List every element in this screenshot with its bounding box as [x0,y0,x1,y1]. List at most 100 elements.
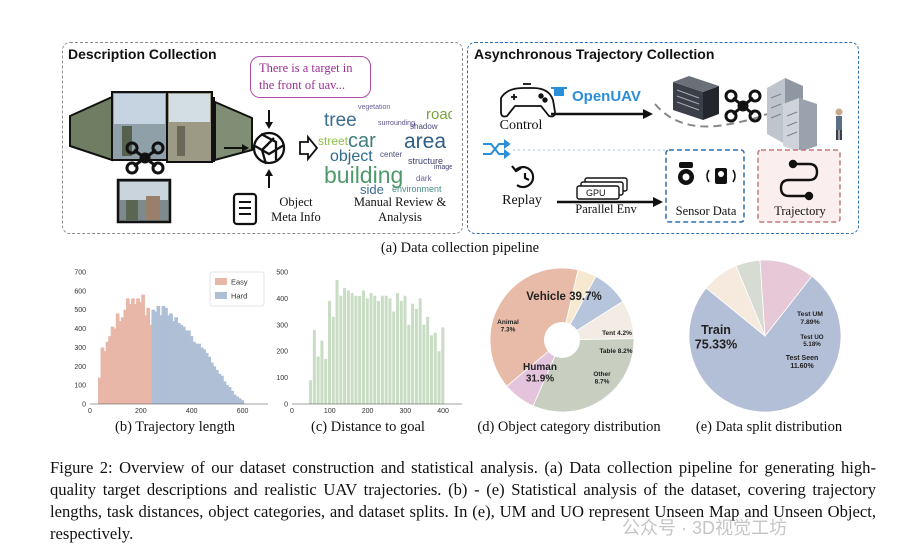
wc-word-surrounding: surrounding [378,120,415,127]
document-icon [232,192,258,226]
histogram-bar [125,298,130,404]
caption-b: (b) Trajectory length [114,419,235,435]
watermark: 公众号 · 3D视觉工坊 [622,518,788,538]
pie-slice-animal [506,339,563,407]
caption-c: (c) Distance to goal [311,419,425,435]
pie-label-tent: Tent 4.2% [602,330,632,337]
wc-word-building: building [324,162,404,188]
histogram-bar [433,332,437,404]
histogram-bar [128,304,133,404]
openuav-drone-icon [551,87,567,96]
histogram-bar [148,324,153,404]
histogram-bar [441,327,445,404]
x-tick-label: 400 [437,408,449,415]
histogram-bar [103,351,107,404]
histogram-bar [133,304,138,404]
histogram-bar [108,336,112,404]
hollow-arrow-icon [299,134,319,162]
histogram-bar [187,330,191,404]
pie-slice-train [688,275,842,413]
wc-word-center: center [380,150,403,159]
histogram-bar [217,373,222,404]
histogram-bar [361,290,365,404]
histogram-bar [350,293,354,404]
histogram-bar [184,330,189,404]
wc-word-car: car [348,130,376,152]
histogram-bar [204,353,209,404]
histogram-bar [207,356,212,404]
histogram-bar [335,279,339,404]
histogram-bar [192,341,196,404]
x-tick-label: 100 [324,408,336,415]
y-tick-label: 100 [74,383,86,390]
legend-swatch-easy [215,278,227,285]
histogram-bar [324,359,328,404]
pie-hole [544,322,580,358]
histogram-bar [227,387,232,404]
gamepad-icon [500,83,556,118]
flight-path [654,103,768,128]
histogram-bar [354,295,358,404]
histogram-bar [388,298,392,404]
histogram-bar [392,311,396,404]
description-collection-title: Description Collection [68,46,217,62]
control-label: Control [499,118,543,133]
replay-label: Replay [502,193,542,208]
x-tick-label: 400 [186,408,198,415]
pie-label-vehicle: Vehicle 39.7% [526,291,601,303]
drone-icon [125,141,165,175]
histogram-bar [426,316,430,404]
shuffle-icon [483,139,511,159]
wc-word-object: object [330,148,373,165]
histogram-bar [115,313,120,404]
x-tick-label: 300 [399,408,411,415]
histogram-bar [225,385,229,404]
y-tick-label: 0 [82,402,86,409]
histogram-bar [100,347,105,404]
y-tick-label: 500 [74,307,86,314]
histogram-bar [327,301,331,404]
histogram-bar [339,295,343,404]
histogram-bar [320,340,324,404]
histogram-bar [312,330,316,404]
histogram-bar [164,307,168,404]
wc-word-shadow: shadow [410,122,438,131]
gpu-label: GPU [586,188,606,198]
histogram-bar [395,293,399,404]
openuav-label: OpenUAV [572,88,641,105]
pie-slice-test-seen [759,259,813,338]
openai-logo-icon [252,131,286,165]
histogram-bar [176,322,181,404]
description-collection-panel [62,42,463,234]
x-tick-label: 200 [362,408,374,415]
async-trajectory-title: Asynchronous Trajectory Collection [474,46,715,62]
caption-a: (a) Data collection pipeline [380,240,540,256]
histogram-bar [166,315,171,404]
y-tick-label: 600 [74,288,86,295]
description-bubble: There is a target in the front of uav... [250,56,371,98]
histogram-bar [98,377,102,404]
y-tick-label: 200 [74,364,86,371]
histogram-bar [414,308,418,404]
histogram-bar [174,317,179,404]
histogram-bar [179,324,184,404]
legend-label-easy: Easy [231,278,248,287]
y-tick-label: 700 [74,270,86,277]
histogram-bar [209,362,214,404]
trajectory-box [757,149,841,223]
y-tick-label: 200 [276,349,288,356]
histogram-bar [235,396,240,404]
histogram-bar [384,295,388,404]
histogram-bar [346,290,350,404]
description-collection-graphics [69,91,319,226]
histogram-bar [212,366,217,404]
histogram-bar [429,335,433,404]
histogram-bar [373,295,377,404]
